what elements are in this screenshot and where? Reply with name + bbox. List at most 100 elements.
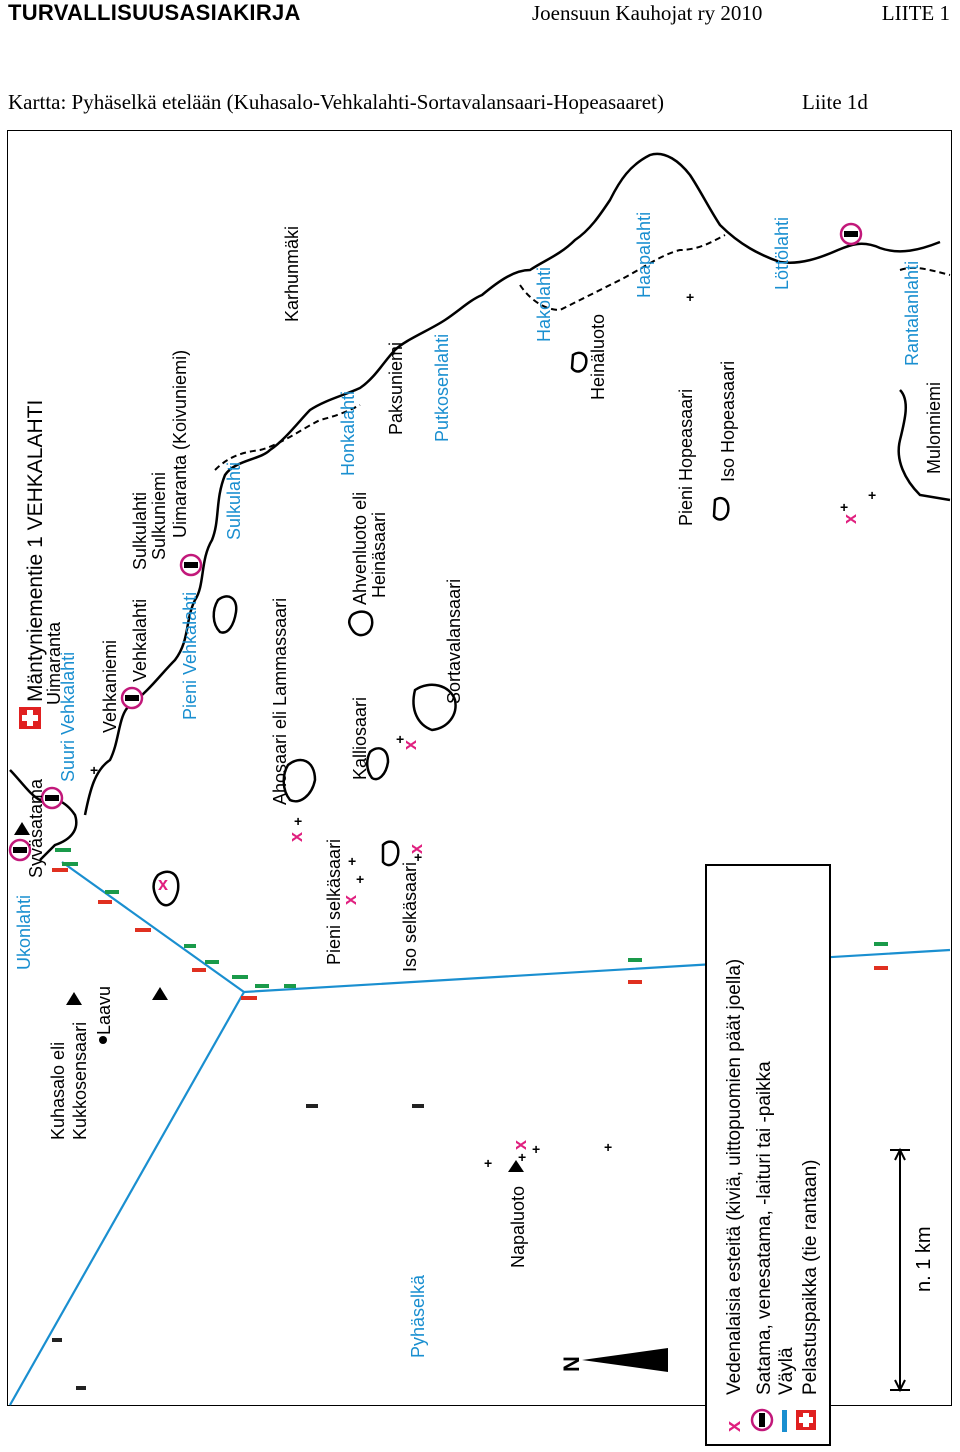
obstacle-plus-icon: +: [414, 849, 422, 865]
label-vehkaniemi: Vehkaniemi: [100, 640, 120, 733]
harbor-icon: [120, 686, 144, 710]
label-uimaranta: Uimaranta: [44, 621, 64, 705]
obstacle-x-icon: x: [510, 1140, 530, 1150]
label-sulkulahti-blue: Sulkulahti: [224, 462, 244, 540]
document-header: TURVALLISUUSASIAKIRJA Joensuun Kauhojat …: [0, 0, 960, 30]
island-pieni-selkasaari: [152, 870, 180, 907]
obstacle-plus-icon: +: [294, 813, 302, 829]
fairway-markers: [52, 848, 888, 1390]
obstacle-plus-icon: +: [686, 289, 694, 305]
legend-harbor-icon: [750, 1408, 774, 1432]
legend-rescue-icon: [796, 1410, 816, 1430]
fairway-marker: [628, 958, 642, 962]
harbor-icon: [179, 553, 203, 577]
obstacle-x-icon: x: [286, 832, 306, 842]
islands: [152, 351, 730, 907]
legend: x Vedenalaisia esteitä (kiviä, uittopuom…: [705, 864, 831, 1446]
label-sulkulahti: Sulkulahti: [130, 492, 150, 570]
obstacle-x-icon: x: [840, 514, 860, 524]
fairway-marker: [205, 960, 219, 964]
legend-obstacle-text: Vedenalaisia esteitä (kiviä, uittopuomie…: [724, 959, 745, 1395]
fairway-marker: [55, 848, 71, 852]
label-laavu: Laavu: [94, 986, 114, 1035]
place-labels: Ukonlahti Syväsatama Suuri Vehkalahti Ui…: [14, 212, 944, 1358]
label-lottolahti: Löttölahti: [772, 217, 792, 290]
label-kuhasalo-2: Kukkosensaari: [70, 1022, 90, 1140]
obstacle-plus-icon: +: [90, 762, 98, 778]
fairway-marker: [62, 862, 78, 866]
map-frame: [7, 130, 952, 1406]
fairway-marker: [255, 984, 269, 988]
scale-bar: [890, 1147, 910, 1393]
label-pyhaselka: Pyhäselkä: [408, 1274, 428, 1358]
label-paksuniemi: Paksuniemi: [386, 342, 406, 435]
fairway-marker: [76, 1386, 86, 1390]
label-iso-selkasaari: Iso selkäsaari: [400, 862, 420, 972]
label-ukonlahti: Ukonlahti: [14, 895, 34, 970]
legend-harbor-text: Satama, venesatama, -laituri tai -paikka: [754, 1061, 775, 1395]
fairway-marker: [52, 1338, 62, 1342]
island-pieni-vehkalahti: [212, 595, 238, 634]
label-sortavalansaari: Sortavalansaari: [444, 579, 464, 704]
label-honkalahti: Honkalahti: [338, 391, 358, 476]
obstacle-plus-icon: +: [396, 731, 404, 747]
campfire-symbols: [14, 822, 524, 1172]
fairway-marker: [241, 996, 257, 1000]
label-kalliosaari: Kalliosaari: [350, 697, 370, 780]
fairway-marker: [232, 975, 248, 979]
label-putkosenlahti: Putkosenlahti: [432, 334, 452, 442]
organization-name: Joensuun Kauhojat ry 2010: [532, 1, 763, 25]
harbor-icon: [839, 222, 863, 246]
label-ahvenluoto-2: Heinäsaari: [369, 512, 389, 598]
rescue-cross-icon: [19, 707, 41, 729]
island-ahvenluoto: [348, 610, 374, 637]
laavu-dot: [99, 1036, 107, 1044]
obstacle-plus-icon: +: [840, 499, 848, 515]
label-ahvenluoto-1: Ahvenluoto eli: [350, 492, 370, 605]
fairway-marker: [874, 942, 888, 946]
island-iso-selkasaari: [381, 840, 400, 867]
label-uimaranta-koivuniemi: Uimaranta (Koivuniemi): [170, 350, 190, 538]
label-pieni-selkasaari: Pieni selkäsaari: [324, 839, 344, 965]
island-sortavalansaari: [412, 683, 457, 732]
campfire-icon: [152, 987, 168, 1000]
campfire-icon: [508, 1160, 524, 1172]
label-haapalahti: Haapalahti: [634, 212, 654, 298]
coastline-lower: [897, 389, 951, 502]
campfire-icon: [14, 822, 30, 835]
map-caption: Kartta: Pyhäselkä etelään (Kuhasalo-Vehk…: [8, 90, 664, 114]
island-ahosaari: [282, 758, 317, 803]
fairway-marker: [52, 868, 68, 872]
obstacle-x-icon: x: [406, 844, 426, 854]
label-rantalanlahti: Rantalanlahti: [902, 261, 922, 366]
coastline-main: [83, 152, 941, 816]
legend-rescue-text: Pelastuspaikka (tie rantaan): [800, 1159, 821, 1395]
island-heinaluoto: [570, 351, 588, 373]
fairway-marker: [135, 928, 151, 932]
label-napaluoto: Napaluoto: [508, 1186, 528, 1268]
label-heinaluoto: Heinäluoto: [588, 314, 608, 400]
legend-fairway-text: Väylä: [776, 1347, 797, 1395]
label-suuri-vehkalahti: Suuri Vehkalahti: [58, 652, 78, 782]
label-ahosaari: Ahosaari eli Lammassaari: [270, 598, 290, 805]
fairway-marker: [105, 890, 119, 894]
label-sulkuniemi: Sulkuniemi: [149, 472, 169, 560]
obstacle-plus-icon: +: [484, 1155, 492, 1171]
label-kuhasalo-1: Kuhasalo eli: [48, 1042, 68, 1140]
obstacle-x-icon: x: [158, 874, 168, 894]
label-mantyniementie: Mäntyniementie 1 VEHKALAHTI: [24, 400, 47, 702]
obstacle-plus-icon: +: [348, 853, 356, 869]
north-arrow: N: [559, 1348, 668, 1372]
fairway-marker: [412, 1104, 424, 1108]
document-title: TURVALLISUUSASIAKIRJA: [8, 0, 301, 25]
label-hakolahti: Hakolahti: [534, 267, 554, 342]
obstacle-plus-icon: +: [356, 871, 364, 887]
north-arrow-icon: [582, 1348, 668, 1372]
label-syvasatama: Syväsatama: [26, 778, 46, 878]
obstacle-x-icon: x: [400, 740, 420, 750]
island-kalliosaari: [366, 747, 390, 781]
label-pieni-vehkalahti: Pieni Vehkalahti: [180, 592, 200, 720]
legend-box: [705, 864, 831, 1446]
obstacle-plus-icon: +: [532, 1141, 540, 1157]
